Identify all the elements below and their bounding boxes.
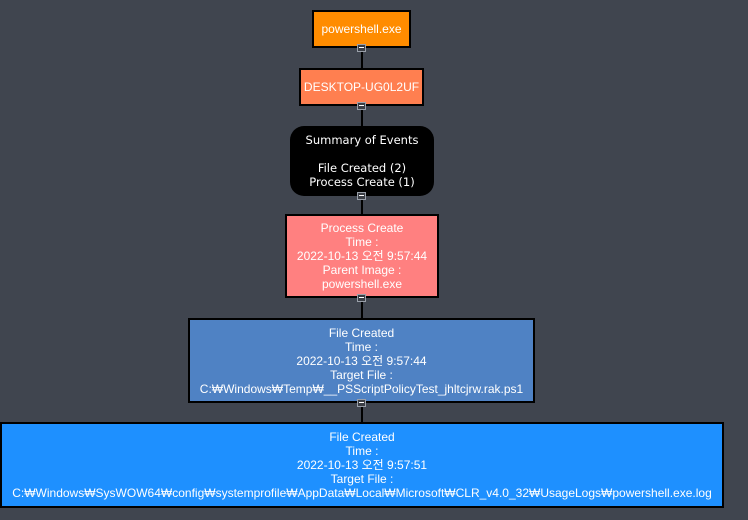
collapse-icon[interactable] — [357, 44, 366, 52]
event-node-file-created[interactable]: File Created Time : 2022-10-13 오전 9:57:5… — [0, 422, 724, 508]
collapse-icon[interactable] — [357, 102, 366, 110]
event-time: 2022-10-13 오전 9:57:44 — [296, 353, 427, 368]
edge-connector — [361, 48, 363, 68]
event-time: 2022-10-13 오전 9:57:51 — [296, 458, 428, 472]
edge-connector — [361, 106, 363, 126]
collapse-icon[interactable] — [357, 399, 366, 407]
node-label: DESKTOP-UG0L2UF — [303, 80, 420, 94]
event-detail-label: Target File : — [330, 367, 393, 382]
event-detail-label: Parent Image : — [322, 263, 402, 277]
edge-connector — [361, 403, 363, 422]
event-detail: C:₩Windows₩SysWOW64₩config₩systemprofile… — [12, 486, 712, 500]
event-type: Process Create — [320, 221, 404, 235]
summary-item: File Created (2) — [317, 161, 407, 175]
summary-node[interactable]: Summary of Events File Created (2) Proce… — [290, 126, 434, 196]
event-detail: powershell.exe — [321, 277, 403, 291]
process-node-root[interactable]: powershell.exe — [312, 10, 411, 48]
event-type: File Created — [328, 325, 395, 340]
summary-item: Process Create (1) — [309, 175, 415, 189]
node-label: powershell.exe — [321, 22, 402, 36]
event-detail: C:₩Windows₩Temp₩__PSScriptPolicyTest_jhl… — [199, 381, 524, 396]
edge-connector — [361, 196, 363, 214]
collapse-icon[interactable] — [357, 294, 366, 302]
host-node[interactable]: DESKTOP-UG0L2UF — [299, 68, 424, 106]
event-detail-label: Target File : — [330, 472, 394, 486]
event-node-process-create[interactable]: Process Create Time : 2022-10-13 오전 9:57… — [285, 214, 439, 298]
event-type: File Created — [329, 430, 395, 444]
event-time-label: Time : — [345, 444, 379, 458]
event-time-label: Time : — [345, 235, 379, 249]
collapse-icon[interactable] — [357, 192, 366, 200]
summary-title: Summary of Events — [305, 133, 419, 147]
edge-connector — [361, 298, 363, 318]
event-time-label: Time : — [345, 339, 378, 354]
event-node-file-created[interactable]: File Created Time : 2022-10-13 오전 9:57:4… — [188, 318, 535, 403]
event-time: 2022-10-13 오전 9:57:44 — [296, 249, 428, 263]
